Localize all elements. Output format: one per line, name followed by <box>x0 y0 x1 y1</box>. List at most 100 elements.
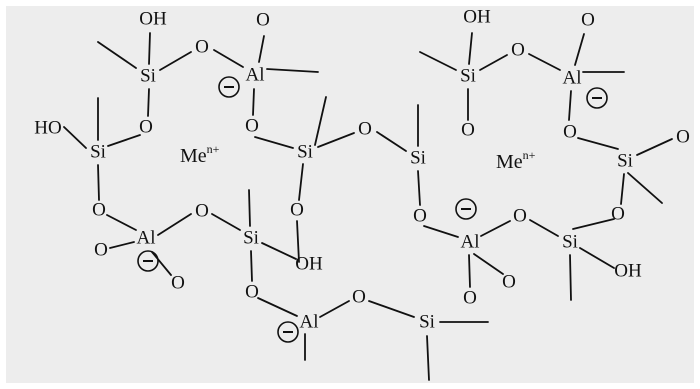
bond-line <box>107 134 141 147</box>
atom-label-si: Si <box>243 228 259 249</box>
atom-label-si: Si <box>410 148 426 169</box>
bond-line <box>579 247 615 269</box>
atom-label-o: O <box>94 240 108 261</box>
atom-label-si: Si <box>140 66 156 87</box>
atom-label-o: O <box>195 37 209 58</box>
bond-line <box>109 241 135 249</box>
bond-line <box>157 213 192 236</box>
bond-line <box>298 163 304 201</box>
atom-label-o: O <box>463 288 477 309</box>
atom-label-al: Al <box>300 312 319 333</box>
bond-line <box>574 33 585 66</box>
bond-line <box>147 88 150 117</box>
bond-line <box>319 300 350 318</box>
atom-label-si: Si <box>562 232 578 253</box>
atoms-layer: SiOHOAlOOSiHOOAlOOOSiOHOAlOSiOSiOOSiOAlO… <box>34 7 690 333</box>
atom-label-oh: OH <box>295 254 323 275</box>
bond-line <box>258 35 265 63</box>
bond-line <box>417 170 421 206</box>
bond-line <box>568 90 572 121</box>
atom-label-o: O <box>502 272 516 293</box>
bond-line <box>148 32 151 65</box>
bond-line <box>296 220 300 263</box>
bond-line <box>97 164 100 201</box>
bond-line <box>63 126 87 149</box>
bond-line <box>529 219 559 237</box>
diagram-panel <box>6 6 694 383</box>
bond-line <box>252 88 255 116</box>
bond-line <box>97 41 137 69</box>
bond-line <box>248 189 251 227</box>
bond-line <box>479 54 508 71</box>
atom-label-o: O <box>245 116 259 137</box>
atom-label-al: Al <box>246 65 265 86</box>
bond-line <box>106 214 137 231</box>
bond-line <box>159 51 192 71</box>
bond-line <box>317 132 355 148</box>
atom-label-o: O <box>256 10 270 31</box>
atom-label-o: O <box>511 40 525 61</box>
atom-label-o: O <box>358 119 372 140</box>
negative-charge-icon: − <box>586 87 608 109</box>
atom-label-o: O <box>290 200 304 221</box>
cations-layer: Men+ Men+ <box>180 142 536 173</box>
atom-label-o: O <box>195 201 209 222</box>
bond-line <box>261 242 297 260</box>
atom-label-ho: HO <box>34 118 61 139</box>
atom-label-o: O <box>413 206 427 227</box>
atom-label-o: O <box>139 117 153 138</box>
atom-label-o: O <box>245 282 259 303</box>
bond-line <box>376 131 407 152</box>
negative-charge-icon: − <box>455 198 477 220</box>
atom-label-o: O <box>92 200 106 221</box>
bond-line <box>213 49 244 68</box>
atom-label-si: Si <box>419 312 435 333</box>
negative-charge-icon: − <box>137 250 159 272</box>
atom-label-oh: OH <box>139 9 167 30</box>
bond-line <box>468 32 473 65</box>
bond-line <box>636 138 673 156</box>
bond-line <box>572 218 615 230</box>
bond-line <box>426 335 430 381</box>
atom-label-si: Si <box>460 66 476 87</box>
atom-label-al: Al <box>461 232 480 253</box>
bond-line <box>254 136 294 149</box>
atom-label-o: O <box>461 120 475 141</box>
bond-line <box>569 254 572 301</box>
negative-charge-icon: − <box>218 76 240 98</box>
cation-label: Men+ <box>496 148 536 173</box>
atom-label-o: O <box>352 287 366 308</box>
bond-line <box>480 220 511 237</box>
bond-line <box>627 172 663 204</box>
atom-label-o: O <box>171 273 185 294</box>
atom-label-al: Al <box>137 228 156 249</box>
bond-line <box>577 137 619 150</box>
negative-charge-icon: − <box>277 321 299 343</box>
bond-line <box>257 297 298 317</box>
bond-line <box>151 251 172 276</box>
atom-label-oh: OH <box>614 261 642 282</box>
atom-label-o: O <box>513 206 527 227</box>
bond-line <box>250 250 253 282</box>
atom-label-o: O <box>676 127 690 148</box>
atom-label-o: O <box>581 10 595 31</box>
bond-line <box>211 213 241 231</box>
bond-line <box>620 173 625 205</box>
bond-line <box>368 300 415 318</box>
cation-label: Men+ <box>180 142 220 167</box>
bond-line <box>419 51 457 71</box>
atom-label-al: Al <box>563 68 582 89</box>
bond-line <box>468 254 471 288</box>
atom-label-oh: OH <box>463 7 491 28</box>
atom-label-o: O <box>563 122 577 143</box>
bond-line <box>314 96 327 146</box>
atom-label-si: Si <box>297 142 313 163</box>
atom-label-si: Si <box>90 142 106 163</box>
bonds-layer <box>63 32 673 381</box>
bond-line <box>528 53 561 71</box>
atom-label-o: O <box>611 204 625 225</box>
charges-layer: − − − − − <box>137 76 608 343</box>
bond-line <box>473 253 504 275</box>
